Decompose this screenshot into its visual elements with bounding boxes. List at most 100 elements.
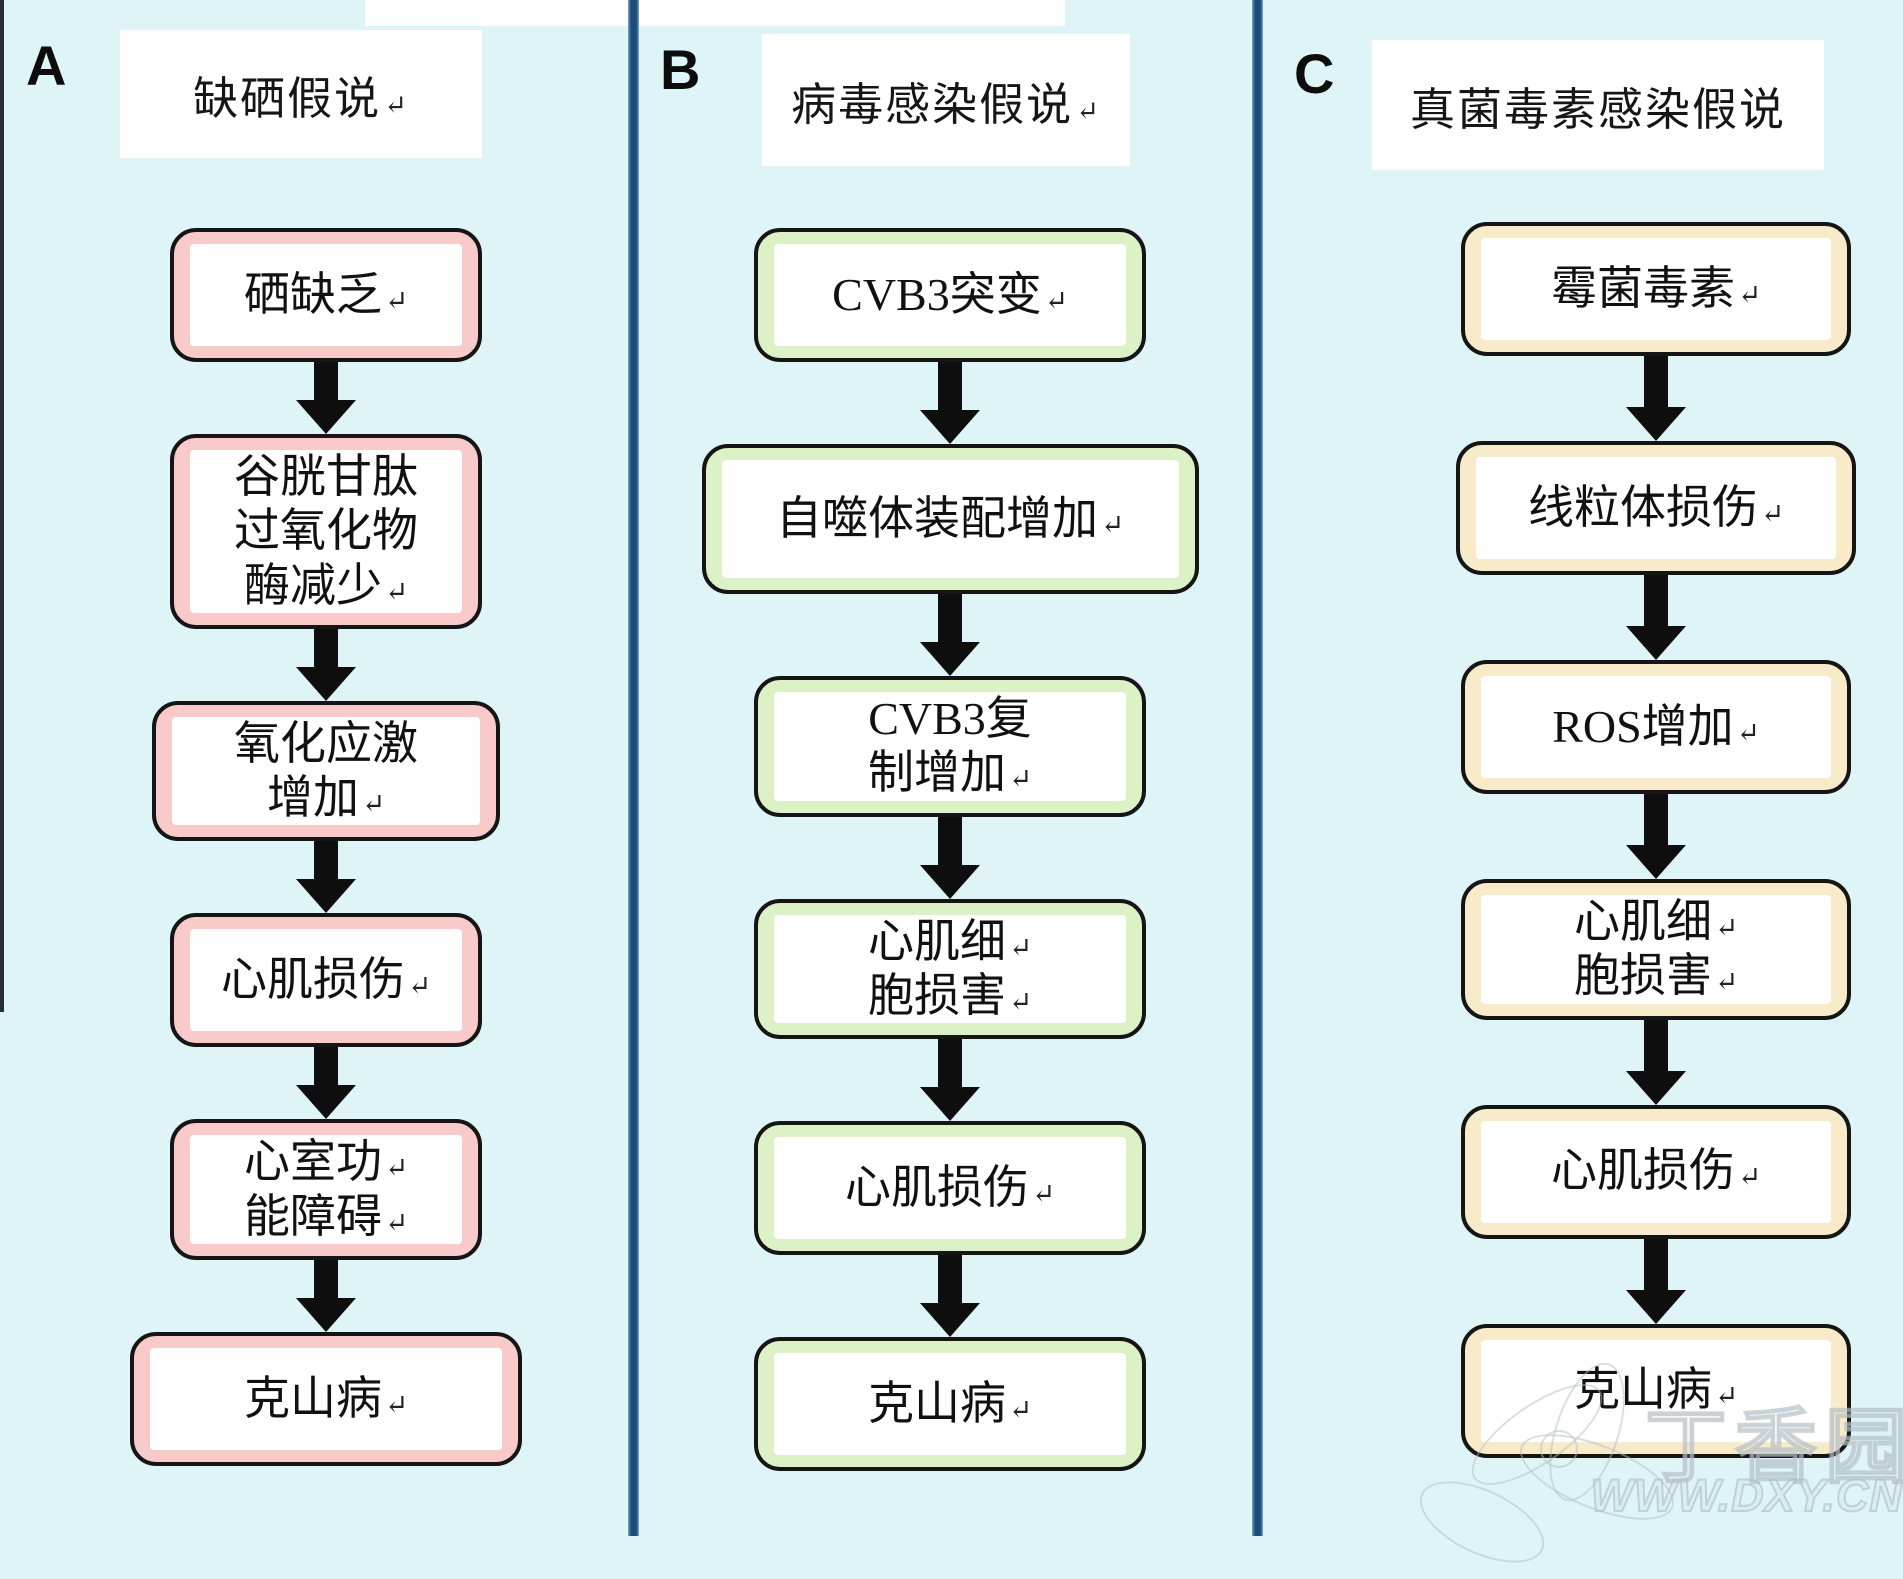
column-b-title-strip: 病毒感染假说↵	[762, 34, 1130, 166]
arrow-shaft	[1644, 575, 1668, 626]
flow-step-text: 心肌细↵	[1573, 896, 1739, 947]
flow-step-text: 心肌损伤↵	[844, 1161, 1056, 1213]
arrow-shaft	[938, 816, 962, 865]
panel-label-b: B	[660, 38, 701, 101]
flow-step: 心肌细↵胞损害↵	[754, 898, 1146, 1040]
return-mark: ↵	[407, 970, 432, 1002]
flow-step-inner: 克山病↵	[150, 1347, 502, 1450]
panel-label-a: A	[26, 34, 67, 97]
flow-step: 线粒体损伤↵	[1456, 441, 1856, 575]
flow-step-inner: 氧化应激增加↵	[172, 716, 480, 826]
column-c-title: 真菌毒素感染假说	[1409, 84, 1786, 135]
arrow-head	[1626, 1289, 1686, 1324]
column-divider	[628, 0, 639, 1536]
flow-step-inner: 心肌细↵胞损害↵	[774, 914, 1126, 1024]
flow-step: 心室功↵能障碍↵	[170, 1119, 482, 1260]
flow-step: 心肌细↵胞损害↵	[1461, 879, 1851, 1020]
arrow-head	[296, 1297, 356, 1332]
flow-step-text: 霉菌毒素↵	[1550, 262, 1762, 314]
return-mark: ↵	[384, 575, 409, 607]
return-mark: ↵	[1008, 985, 1033, 1017]
return-mark: ↵	[361, 788, 386, 820]
return-mark: ↵	[1076, 95, 1101, 126]
down-arrow-icon	[1626, 1019, 1686, 1105]
flow-column-viral-infection: CVB3突变↵ 自噬体装配增加↵ CVB3复制增加↵ 心肌细↵胞损害↵ 心肌损伤↵ 克山病…	[648, 228, 1252, 1472]
flow-step-inner: 自噬体装配增加↵	[721, 460, 1179, 578]
flow-step: 克山病↵	[130, 1331, 522, 1466]
flow-step-inner: 谷胱甘肽过氧化物酶减少↵	[190, 450, 462, 613]
flow-step-inner: CVB3复制增加↵	[774, 692, 1126, 801]
arrow-shaft	[1644, 794, 1668, 845]
flow-step-text: 心肌损伤↵	[220, 954, 432, 1006]
flow-step: 霉菌毒素↵	[1461, 222, 1851, 356]
flow-column-selenium-deficiency: 硒缺乏↵ 谷胱甘肽过氧化物酶减少↵ 氧化应激增加↵ 心肌损伤↵ 心室功↵能障碍↵ 克山病↵	[14, 228, 638, 1466]
flow-step-text: 过氧化物	[234, 505, 418, 557]
arrow-shaft	[1644, 1238, 1668, 1290]
flow-step-text: 酶减少↵	[243, 559, 409, 611]
flow-step-text: 谷胱甘肽	[234, 451, 418, 502]
watermark-url-text: WWW.DXY.CN	[1590, 1469, 1903, 1522]
arrow-head	[296, 879, 356, 914]
column-a-title: 缺硒假说↵	[193, 73, 409, 124]
return-mark: ↵	[1008, 763, 1033, 795]
flow-step: 心肌损伤↵	[754, 1121, 1146, 1256]
flow-step-inner: CVB3突变↵	[774, 244, 1126, 346]
down-arrow-icon	[296, 362, 356, 434]
arrow-shaft	[1644, 1019, 1668, 1071]
arrow-shaft	[938, 1039, 962, 1088]
arrow-head	[1626, 407, 1686, 441]
arrow-shaft	[314, 1259, 338, 1298]
down-arrow-icon	[920, 1039, 980, 1122]
down-arrow-icon	[296, 841, 356, 914]
return-mark: ↵	[1736, 716, 1760, 748]
return-mark: ↵	[1714, 1380, 1739, 1412]
down-arrow-icon	[296, 1259, 356, 1332]
flow-step-inner: 线粒体损伤↵	[1476, 457, 1836, 559]
flow-step-inner: 心肌损伤↵	[774, 1137, 1126, 1240]
return-mark: ↵	[384, 89, 409, 120]
arrow-shaft	[1644, 356, 1668, 407]
down-arrow-icon	[920, 816, 980, 899]
flow-step-text: 胞损害↵	[1573, 950, 1739, 1002]
column-a-title-strip: 缺硒假说↵	[120, 30, 482, 158]
flow-step-inner: 硒缺乏↵	[190, 244, 462, 346]
flow-step-text: 心室功↵	[243, 1136, 409, 1188]
arrow-shaft	[938, 594, 962, 642]
flow-step-inner: 心肌细↵胞损害↵	[1481, 895, 1831, 1004]
panel-label-c: C	[1294, 42, 1335, 105]
down-arrow-icon	[296, 628, 356, 701]
left-edge-line	[0, 0, 4, 1012]
arrow-shaft	[314, 1047, 338, 1086]
column-b-title: 病毒感染假说↵	[791, 79, 1101, 130]
flow-step: 氧化应激增加↵	[152, 700, 500, 842]
return-mark: ↵	[1760, 497, 1785, 529]
down-arrow-icon	[1626, 794, 1686, 879]
arrow-head	[920, 410, 980, 444]
arrow-head	[1626, 626, 1686, 660]
flow-step-inner: 心室功↵能障碍↵	[190, 1135, 462, 1244]
arrow-shaft	[314, 841, 338, 880]
flow-step-inner: 心肌损伤↵	[190, 929, 462, 1032]
flow-step-text: ROS增加↵	[1552, 700, 1760, 752]
return-mark: ↵	[1100, 508, 1125, 540]
down-arrow-icon	[1626, 356, 1686, 441]
arrow-head	[920, 642, 980, 676]
flow-step-text: CVB3复	[868, 693, 1032, 744]
flow-step: 硒缺乏↵	[170, 228, 482, 362]
flow-step-text: 自噬体装配增加↵	[775, 492, 1125, 544]
return-mark: ↵	[1044, 284, 1068, 316]
flow-column-mycotoxin-infection: 霉菌毒素↵线粒体损伤↵ROS增加↵心肌细↵胞损害↵心肌损伤↵克山病↵	[1350, 222, 1903, 1458]
down-arrow-icon	[920, 362, 980, 444]
arrow-head	[1626, 1070, 1686, 1105]
flow-step-text: CVB3突变↵	[832, 268, 1068, 320]
flow-step: 克山病↵	[1461, 1323, 1851, 1458]
return-mark: ↵	[1008, 1393, 1033, 1425]
flow-step: CVB3突变↵	[754, 228, 1146, 362]
flow-step-inner: 克山病↵	[774, 1353, 1126, 1456]
flow-step: 克山病↵	[754, 1337, 1146, 1472]
arrow-head	[920, 864, 980, 899]
down-arrow-icon	[1626, 575, 1686, 660]
return-mark: ↵	[1737, 1161, 1762, 1193]
return-mark: ↵	[1714, 966, 1739, 998]
return-mark: ↵	[1737, 278, 1762, 310]
